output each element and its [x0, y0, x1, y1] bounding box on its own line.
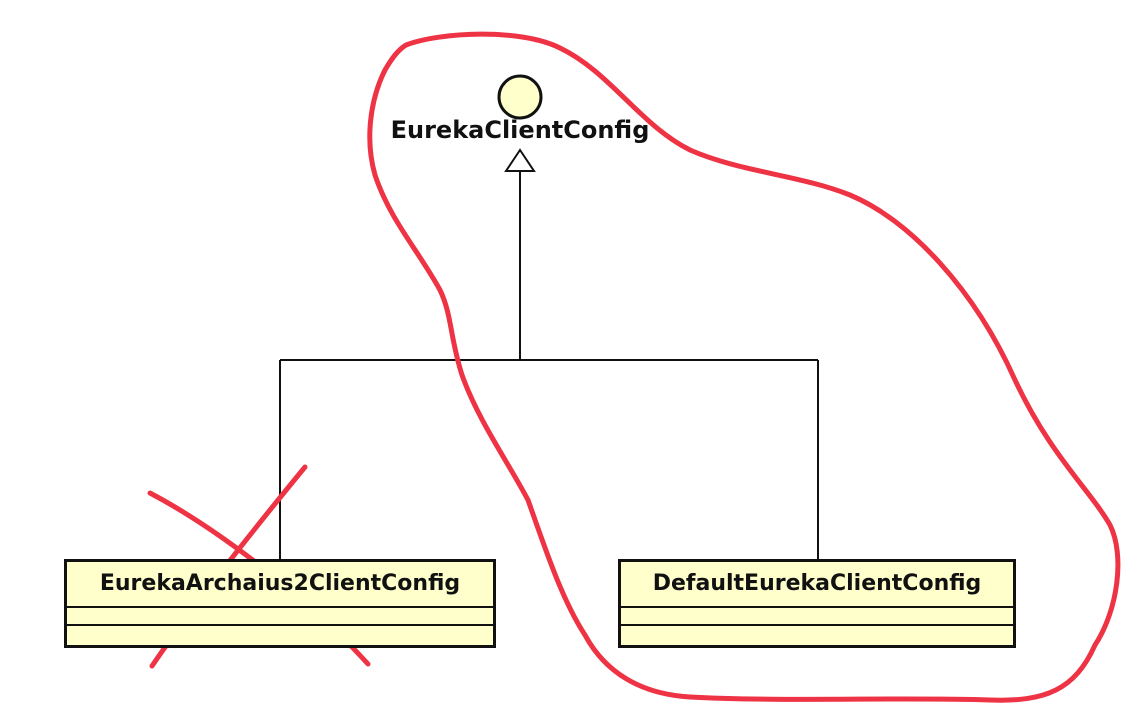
class-box-default-eureka-client-config: DefaultEurekaClientConfig — [618, 559, 1016, 648]
class-name: EurekaArchaius2ClientConfig — [67, 562, 493, 608]
interface-name: EurekaClientConfig — [390, 116, 650, 144]
interface-lollipop-icon — [497, 74, 543, 120]
class-operations-compartment — [67, 626, 493, 646]
class-attributes-compartment — [621, 608, 1013, 626]
class-name: DefaultEurekaClientConfig — [621, 562, 1013, 608]
class-attributes-compartment — [67, 608, 493, 626]
red-circle-annotation — [367, 31, 1121, 703]
realization-arrowhead-icon — [504, 148, 536, 172]
realization-connectors — [279, 170, 819, 559]
class-operations-compartment — [621, 626, 1013, 646]
class-box-eureka-archaius2-client-config: EurekaArchaius2ClientConfig — [64, 559, 496, 648]
